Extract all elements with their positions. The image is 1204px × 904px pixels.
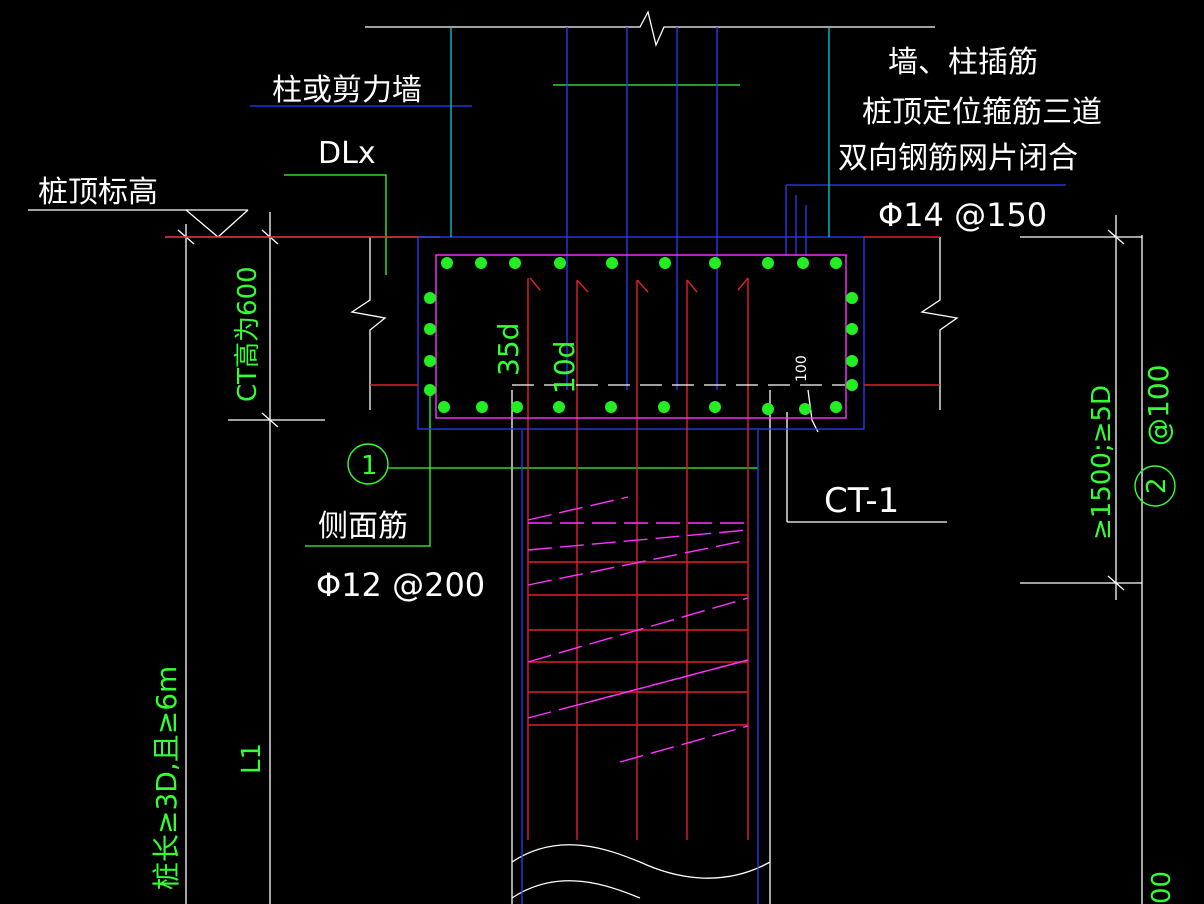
ct-height-label: CT高为600 <box>233 266 263 402</box>
rebar-dots <box>424 257 858 415</box>
bottom-bar-dot <box>658 401 670 413</box>
pile-stirrup-8 <box>619 725 749 763</box>
cap-name-label: CT-1 <box>824 481 899 521</box>
side-bar-dot <box>846 292 858 304</box>
bottom-bar-dot <box>438 401 450 413</box>
wall-column-dowels-label: 墙、柱插筋 <box>888 45 1038 80</box>
side-bar-label: 侧面筋 <box>318 509 408 544</box>
red-rebar-lines <box>165 236 940 840</box>
callout-2-circle <box>1134 465 1176 507</box>
dense-zone-label: ≥1500;≥5D <box>1087 385 1117 540</box>
dlx-label: DLx <box>318 136 376 171</box>
side-bar-dot <box>424 292 436 304</box>
pile-stirrup-3 <box>527 529 749 551</box>
top-bar-dot <box>659 257 671 269</box>
side-bar-dot <box>846 355 858 367</box>
side-bar-dot <box>424 323 436 335</box>
side-bar-dot <box>424 384 436 396</box>
magenta-stirrups <box>435 254 847 763</box>
pile-stirrup-7 <box>577 659 749 706</box>
hook-5 <box>737 277 749 291</box>
pile-stirrup-4 <box>527 539 749 586</box>
pile-length-rule-label: 桩长≥3D,且≥6m <box>150 666 183 890</box>
side-bar-dot <box>424 355 436 367</box>
side-bar-spec-label: Φ12 @200 <box>316 566 485 604</box>
top-bar-dot <box>606 257 618 269</box>
hook-3 <box>636 279 649 293</box>
right-break-symbol <box>920 237 959 410</box>
bottom-bar-dot <box>709 401 721 413</box>
bottom-bar-dot <box>605 401 617 413</box>
stirrup-spacing-label: @100 <box>1142 365 1175 446</box>
bottom-bar-dot <box>553 401 565 413</box>
pile-top-elevation-label: 桩顶标高 <box>38 175 158 210</box>
top-rebar-spec-label: Φ14 @150 <box>878 196 1047 234</box>
bottom-bar-dot <box>762 403 774 415</box>
left-break-symbol <box>350 237 387 410</box>
cap-stirrup <box>435 254 847 419</box>
side-bar-dot <box>846 323 858 335</box>
top-bar-dot <box>441 257 453 269</box>
hook-10d-label: 10d <box>548 341 581 394</box>
top-break-line <box>365 10 935 48</box>
left-tick-bottom <box>261 412 279 428</box>
pile-break-wave-1 <box>511 844 771 879</box>
pile-stirrup-1 <box>527 496 629 521</box>
top-bar-dot <box>762 257 774 269</box>
side-bar-dot <box>846 379 858 391</box>
blue-outline-lines <box>250 27 1066 904</box>
green-leader-lines <box>284 84 758 547</box>
top-bar-dot <box>509 257 521 269</box>
white-leader-lines <box>28 10 1143 904</box>
callout-1-circle <box>347 443 389 485</box>
callout-1-number: 1 <box>361 451 378 481</box>
top-bar-dot <box>554 257 566 269</box>
dlx-leader <box>284 174 387 275</box>
bottom-bar-dot <box>476 401 488 413</box>
cyan-column-lines <box>450 27 830 237</box>
pile-top-stirrups-label: 桩顶定位箍筋三道 <box>862 95 1102 130</box>
pile-stirrup-6 <box>527 659 749 719</box>
column-or-shear-wall-label: 柱或剪力墙 <box>272 73 422 108</box>
bottom-bar-dot <box>799 403 811 415</box>
top-bar-dot <box>830 257 842 269</box>
dim-100-tick <box>807 389 819 433</box>
anchor-35d-label: 35d <box>492 323 525 376</box>
top-bar-dot <box>709 257 721 269</box>
bottom-bar-dot <box>830 401 842 413</box>
hook-4 <box>686 279 698 293</box>
side-bar-leader <box>305 385 431 547</box>
pile-stirrup-5 <box>527 597 749 663</box>
pile-bar-1 <box>529 277 541 291</box>
callout-2-number: 2 <box>1142 477 1172 494</box>
cap-outer-outline <box>417 236 865 430</box>
two-way-mesh-label: 双向钢筋网片闭合 <box>838 141 1078 176</box>
pile-break-wave-2 <box>511 880 641 899</box>
l1-label: L1 <box>237 743 267 774</box>
right-tick-bottom <box>1107 575 1125 591</box>
top-bar-dot <box>797 257 809 269</box>
top-bar-dot <box>475 257 487 269</box>
elevation-triangle <box>185 209 249 238</box>
right-tick-top <box>1107 229 1125 245</box>
hook-2 <box>576 279 589 293</box>
dim-100-label: 100 <box>794 355 810 382</box>
bottom-bar-dot <box>511 401 523 413</box>
right-bottom-label: 00 <box>1147 871 1177 904</box>
